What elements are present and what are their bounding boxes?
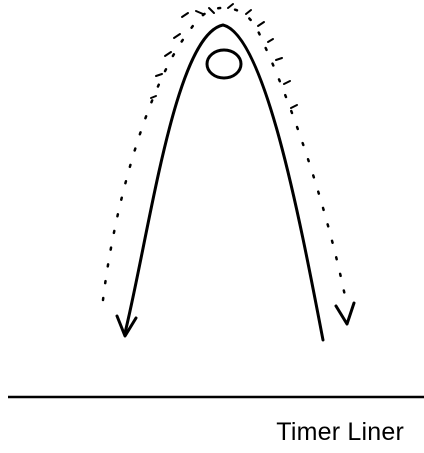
top-oval-icon	[207, 50, 241, 78]
caption-text: Timer Liner	[276, 418, 404, 447]
outer-dashed-arc	[103, 8, 345, 300]
main-arch	[125, 25, 323, 340]
right-arrowhead-icon	[336, 303, 354, 324]
